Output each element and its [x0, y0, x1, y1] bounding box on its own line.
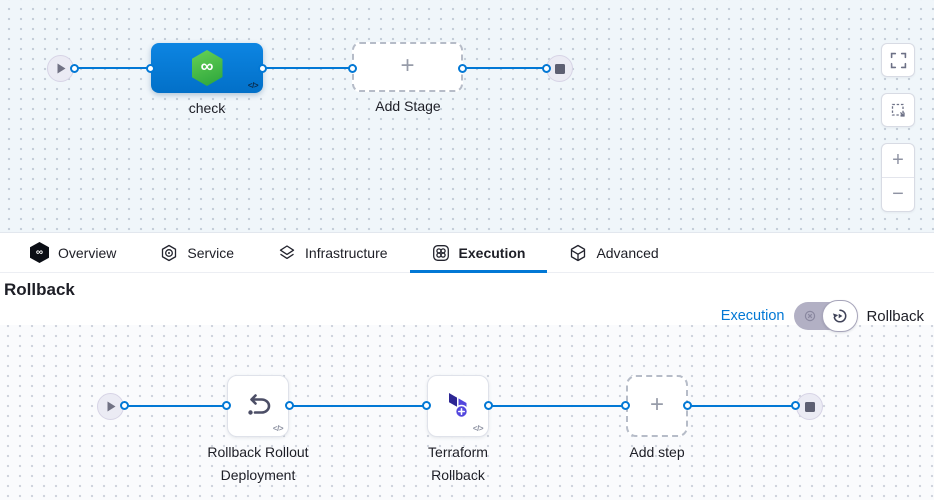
step-label: Rollback Rollout Deployment [207, 444, 309, 483]
canvas-expand-button[interactable] [881, 43, 915, 77]
stage-tab-bar: ∞ Overview Service Infrastructure Execut… [0, 233, 934, 273]
stop-icon [804, 401, 815, 412]
advanced-hexagon-icon [569, 244, 587, 262]
edge-terraform-to-addstep [489, 405, 626, 407]
tab-execution[interactable]: Execution [409, 233, 548, 273]
stop-icon [554, 63, 565, 74]
toggle-knob[interactable] [822, 300, 859, 332]
zoom-out-icon: − [892, 183, 904, 205]
tab-label: Infrastructure [305, 244, 388, 261]
port [258, 64, 267, 73]
tab-service[interactable]: Service [138, 233, 256, 272]
play-icon [56, 62, 67, 75]
tab-overview[interactable]: ∞ Overview [8, 233, 138, 272]
pipeline-start-node [47, 55, 74, 82]
port [285, 401, 294, 410]
rollback-start-node [97, 393, 124, 420]
port [222, 401, 231, 410]
add-stage-label: Add Stage [375, 98, 441, 114]
code-yaml-icon: </> [472, 424, 484, 433]
zoom-in-icon: + [892, 149, 904, 171]
tab-label: Advanced [596, 244, 659, 261]
tab-advanced[interactable]: Advanced [547, 233, 680, 272]
port [70, 64, 79, 73]
execution-rollback-toggle[interactable] [794, 300, 859, 332]
port [683, 401, 692, 410]
divider [882, 177, 914, 178]
execution-link[interactable]: Execution [720, 308, 785, 324]
canvas-marquee-button[interactable] [881, 93, 915, 127]
tab-label: Overview [58, 244, 117, 261]
zoom-out-button[interactable]: − [882, 178, 914, 211]
stage-label-check: check [188, 100, 226, 116]
rollback-section-header: Rollback Execution Rollback [0, 273, 934, 332]
edge-rollbackstep-to-terraform [290, 405, 427, 407]
rollback-toggle-label: Rollback [866, 307, 924, 325]
edge-addstage-to-end [463, 67, 546, 69]
port [120, 401, 129, 410]
section-title: Rollback [4, 280, 75, 299]
rollback-end-node [796, 393, 823, 420]
zoom-control-group: + − [881, 143, 915, 212]
port [348, 64, 357, 73]
step-node-rollback-rollout-deployment[interactable]: </> [227, 375, 289, 437]
play-icon [106, 400, 117, 413]
port [621, 401, 630, 410]
stage-node-check[interactable]: ∞ </> [151, 43, 263, 93]
expand-icon [890, 52, 907, 69]
edge-start-to-check [74, 67, 151, 69]
plus-icon: + [400, 51, 415, 79]
terraform-icon [441, 389, 475, 423]
port [791, 401, 800, 410]
undo-arrow-icon [241, 389, 275, 423]
infrastructure-diamond-icon [278, 244, 296, 262]
code-yaml-icon: </> [272, 424, 284, 433]
edge-start-to-rollbackstep [124, 405, 227, 407]
rollback-canvas: </> Rollback Rollout Deployment </> Terr… [0, 325, 934, 500]
tab-infrastructure[interactable]: Infrastructure [256, 233, 409, 272]
add-step-label: Add step [629, 444, 685, 460]
add-step-button[interactable]: + [626, 375, 688, 437]
execution-knot-icon [432, 244, 450, 262]
port [458, 64, 467, 73]
execution-rollback-switch-group: Execution Rollback [721, 300, 924, 332]
add-stage-button[interactable]: + [352, 42, 463, 92]
port [146, 64, 155, 73]
harness-hexagon-icon: ∞ [191, 50, 223, 86]
stage-canvas: ∞ </> check + Add Stage + − [0, 0, 934, 233]
port [422, 401, 431, 410]
execution-circle-icon [804, 310, 816, 322]
service-hexagon-icon [160, 244, 178, 262]
marquee-select-icon [890, 102, 907, 119]
zoom-in-button[interactable]: + [882, 144, 914, 177]
plus-icon: + [649, 390, 664, 418]
rollback-circular-arrow-icon [832, 308, 848, 324]
step-node-terraform-rollback[interactable]: </> [427, 375, 489, 437]
code-yaml-icon: </> [247, 81, 259, 90]
tab-label: Execution [458, 244, 526, 261]
harness-hexagon-icon: ∞ [30, 242, 49, 263]
port [542, 64, 551, 73]
edge-check-to-addstage [263, 67, 352, 69]
edge-addstep-to-end [688, 405, 796, 407]
step-label: Terraform Rollback [428, 444, 488, 483]
tab-label: Service [187, 244, 235, 261]
port [484, 401, 493, 410]
